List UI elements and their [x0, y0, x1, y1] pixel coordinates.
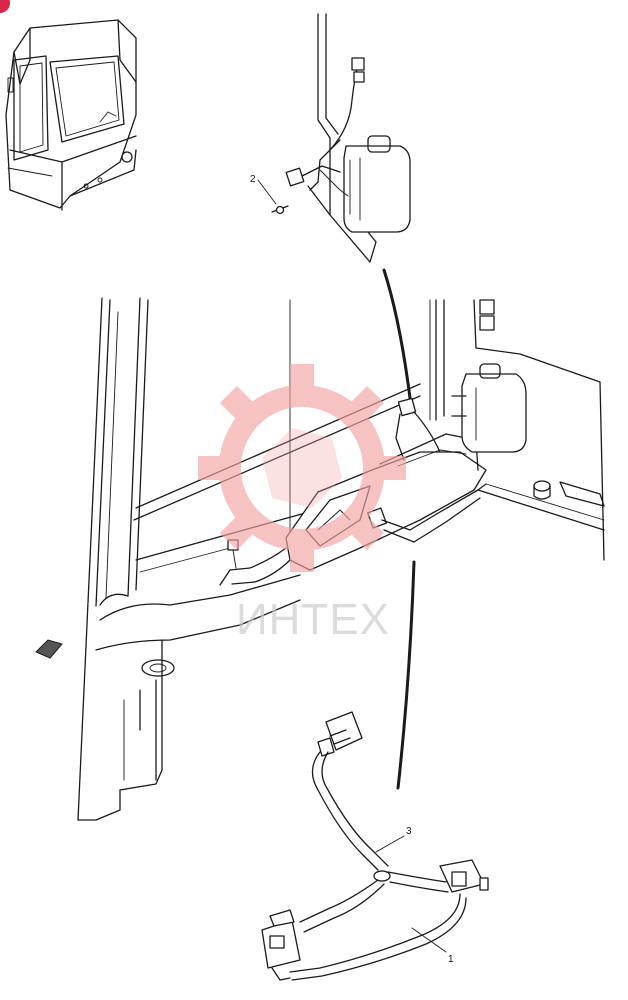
leader-3	[375, 835, 405, 853]
detail-top	[257, 13, 411, 263]
pointer-line-top	[382, 268, 412, 400]
callout-2: 2	[250, 174, 256, 185]
callout-1: 1	[448, 954, 454, 965]
leader-1	[411, 927, 447, 953]
watermark-gear	[198, 364, 406, 572]
wire-harness	[261, 711, 489, 981]
callout-3: 3	[406, 826, 412, 837]
watermark: ИНТЕХ	[198, 364, 406, 644]
arrow-glyph	[35, 639, 63, 659]
watermark-text: ИНТЕХ	[236, 595, 390, 644]
cab-inset	[5, 19, 137, 211]
corner-badge	[0, 0, 10, 13]
pointer-line-bottom	[396, 560, 416, 790]
